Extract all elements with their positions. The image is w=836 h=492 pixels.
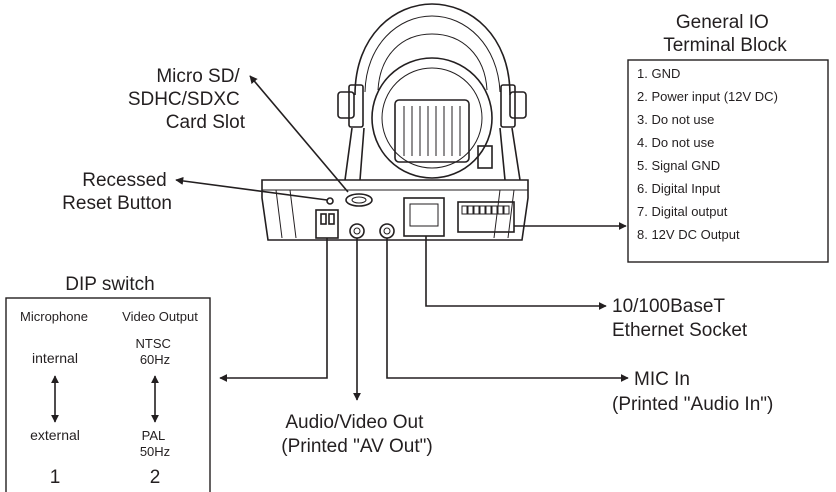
dip-switch-title: DIP switch: [65, 274, 154, 295]
callout-lines: [175, 75, 629, 401]
dip-switch-box: [5, 297, 211, 492]
dip-col2-bottom-label: PAL 50Hz: [140, 428, 170, 459]
camera-illustration: [261, 3, 529, 241]
sd-slot-label: Micro SD/ SDHC/SDXC Card Slot: [128, 66, 246, 133]
io-terminal-item: 2. Power input (12V DC): [637, 89, 778, 104]
io-terminal-item: 7. Digital output: [637, 204, 728, 219]
ethernet-label: 10/100BaseT Ethernet Socket: [612, 296, 748, 341]
io-terminal-item: 3. Do not use: [637, 112, 714, 127]
general-io-title: General IO Terminal Block: [663, 12, 787, 56]
dip-switch-number-2: 2: [150, 467, 161, 488]
io-terminal-item: 6. Digital Input: [637, 181, 720, 196]
io-terminal-item: 4. Do not use: [637, 135, 714, 150]
dip-col1-bottom-label: external: [30, 427, 80, 443]
io-terminal-item: 1. GND: [637, 66, 680, 81]
io-terminal-box: [627, 59, 829, 263]
io-terminal-item: 5. Signal GND: [637, 158, 720, 173]
dip-col2-header: Video Output: [122, 309, 198, 324]
io-terminal-item: 8. 12V DC Output: [637, 227, 740, 242]
dip-switch-number-1: 1: [50, 467, 61, 488]
dip-col1-top-label: internal: [32, 350, 78, 366]
dip-col2-top-label: NTSC 60Hz: [135, 336, 174, 367]
io-terminal-list: 1. GND 2. Power input (12V DC) 3. Do not…: [637, 66, 778, 242]
av-out-label: Audio/Video Out (Printed "AV Out"): [281, 412, 432, 457]
mic-in-label: MIC In (Printed "Audio In"): [612, 369, 773, 415]
reset-button-label: Recessed Reset Button: [62, 170, 172, 214]
dip-col1-header: Microphone: [20, 309, 88, 324]
